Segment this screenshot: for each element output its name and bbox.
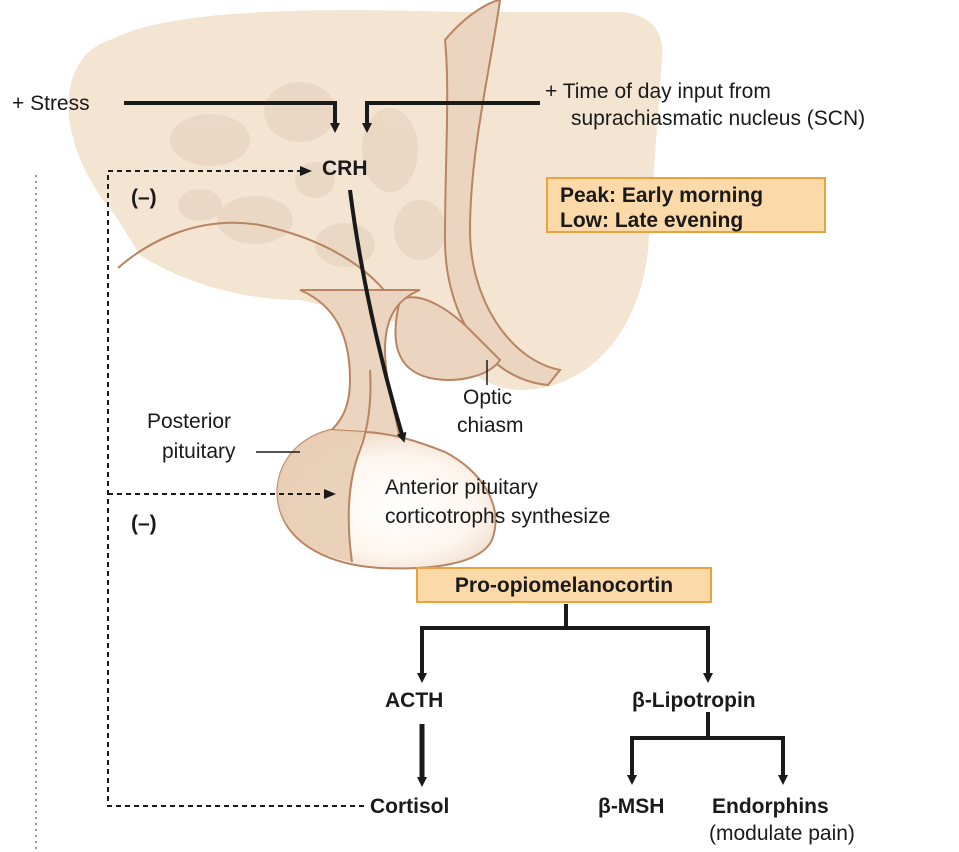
beta-lipotropin-label: β-Lipotropin <box>632 689 756 713</box>
crh-label: CRH <box>322 157 368 181</box>
optic-chiasm-label-line1: Optic <box>463 386 512 410</box>
hypothalamic-feedback-sign: (–) <box>131 186 157 210</box>
optic-chiasm-label-line2: chiasm <box>457 414 524 438</box>
low-time-label: Low: Late evening <box>560 208 824 233</box>
cortisol-label: Cortisol <box>370 795 449 819</box>
anterior-pituitary-label-line2: corticotrophs synthesize <box>385 505 610 529</box>
scn-input-label-line1: + Time of day input from <box>545 80 771 104</box>
pituitary-feedback-sign: (–) <box>131 512 157 536</box>
acth-label: ACTH <box>385 689 443 713</box>
circadian-rhythm-box: Peak: Early morning Low: Late evening <box>546 177 826 233</box>
posterior-pituitary-label-line1: Posterior <box>147 410 231 434</box>
pomc-box: Pro-opiomelanocortin <box>416 567 712 603</box>
anterior-pituitary-label-line1: Anterior pituitary <box>385 476 538 500</box>
posterior-pituitary-label-line2: pituitary <box>162 440 236 464</box>
stress-input-label: + Stress <box>12 92 90 116</box>
endorphins-note: (modulate pain) <box>709 822 855 846</box>
beta-msh-label: β-MSH <box>598 795 664 819</box>
peak-time-label: Peak: Early morning <box>560 183 824 208</box>
endorphins-label: Endorphins <box>712 795 829 819</box>
scn-input-label-line2: suprachiasmatic nucleus (SCN) <box>571 107 865 131</box>
pomc-label: Pro-opiomelanocortin <box>455 574 673 597</box>
